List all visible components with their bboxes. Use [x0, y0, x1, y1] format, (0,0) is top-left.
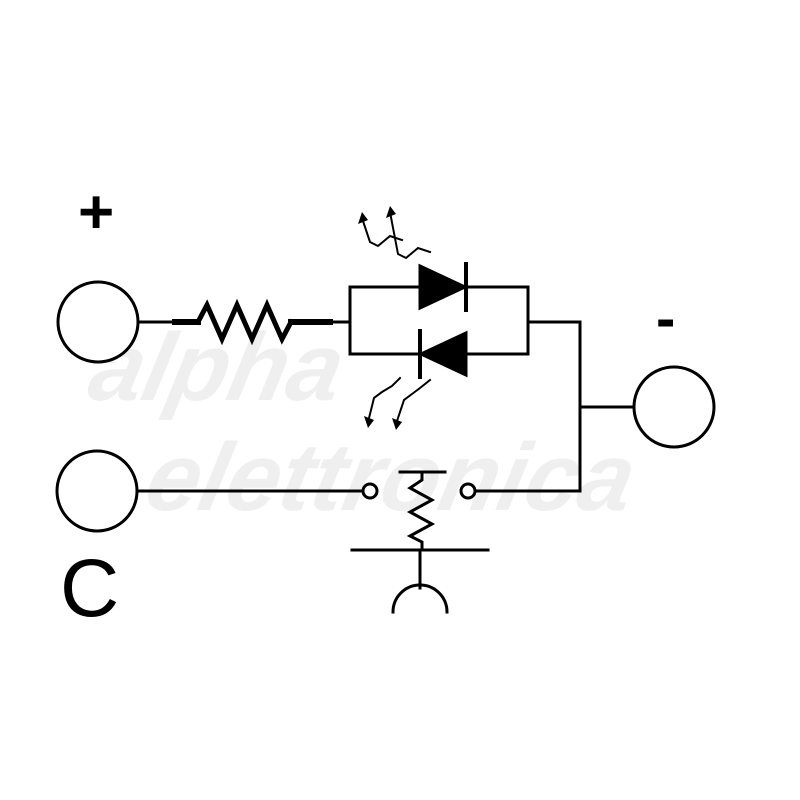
- terminal-common-label: C: [60, 543, 120, 634]
- switch-contact-right: [459, 482, 477, 500]
- terminal-plus-label: +: [78, 178, 115, 247]
- light-arrows-top: [360, 210, 432, 260]
- terminal-plus: [56, 280, 140, 364]
- switch-contact-left: [361, 482, 379, 500]
- terminal-minus-label: -: [656, 286, 676, 351]
- terminal-common: [55, 449, 139, 533]
- wire-bridge-to-minus: [526, 320, 636, 409]
- switch-spring: [406, 470, 436, 552]
- watermark: alpha elettronica ®: [81, 313, 688, 531]
- led-bottom: [417, 329, 468, 379]
- watermark-line2: elettronica: [137, 423, 645, 531]
- light-arrowheads: [358, 206, 402, 430]
- led-top: [418, 262, 469, 312]
- wire-switch-to-bus: [474, 405, 582, 493]
- terminal-minus: [632, 365, 716, 449]
- resistor: [194, 298, 295, 346]
- light-arrows-bottom: [366, 376, 432, 426]
- switch-button-cap: [391, 583, 449, 614]
